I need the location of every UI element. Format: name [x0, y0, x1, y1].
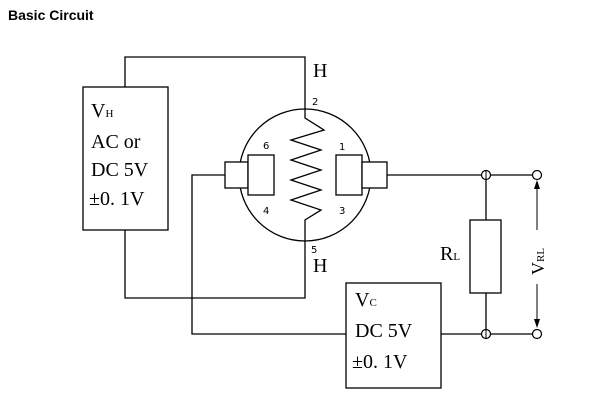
- load-resistor-label: RL: [440, 243, 460, 265]
- diagram-heading: Basic Circuit: [8, 7, 94, 23]
- sensor-pin-label: 5: [311, 245, 317, 256]
- output-voltage-arrowhead-bottom: [534, 319, 540, 328]
- circuit-supply-line-1: DC 5V: [355, 320, 413, 342]
- junction-top: [480, 169, 492, 181]
- sensor-pin-label: 1: [339, 142, 345, 153]
- sensor-heater-coil: [288, 95, 326, 235]
- output-terminal-top: [531, 169, 543, 181]
- heater-supply-symbol: VH: [91, 100, 113, 122]
- load-resistor: [469, 219, 502, 294]
- sensor-pin-label: 2: [312, 97, 318, 108]
- junction-bottom: [480, 328, 492, 340]
- heater-supply-line-3: ±0. 1V: [89, 188, 145, 210]
- sensor-pin-label: 3: [339, 206, 345, 217]
- wire-heater-bottom: [124, 230, 306, 299]
- heater-supply-line-1: AC or: [91, 131, 141, 153]
- circuit-supply-symbol: VC: [355, 289, 377, 311]
- sensor-pin-label: 4: [263, 206, 269, 217]
- output-voltage-arrowhead-top: [534, 180, 540, 189]
- heater-bottom-label: H: [313, 255, 327, 277]
- sensor-electrode-right-outer: [361, 161, 388, 189]
- circuit-supply-line-2: ±0. 1V: [352, 351, 408, 373]
- wire-heater-top: [124, 56, 306, 95]
- sensor-pin-label: 6: [263, 141, 269, 152]
- sensor-electrode-left-inner: [247, 154, 275, 196]
- wire-pin-4-ground: [191, 174, 346, 335]
- sensor-electrode-left-outer: [224, 161, 249, 189]
- output-voltage-label: VRL: [528, 248, 548, 275]
- heater-top-label: H: [313, 60, 327, 82]
- heater-supply-line-2: DC 5V: [91, 159, 149, 181]
- output-terminal-bottom: [531, 328, 543, 340]
- sensor-electrode-right-inner: [335, 154, 363, 196]
- circuit-supply-box: [345, 282, 442, 389]
